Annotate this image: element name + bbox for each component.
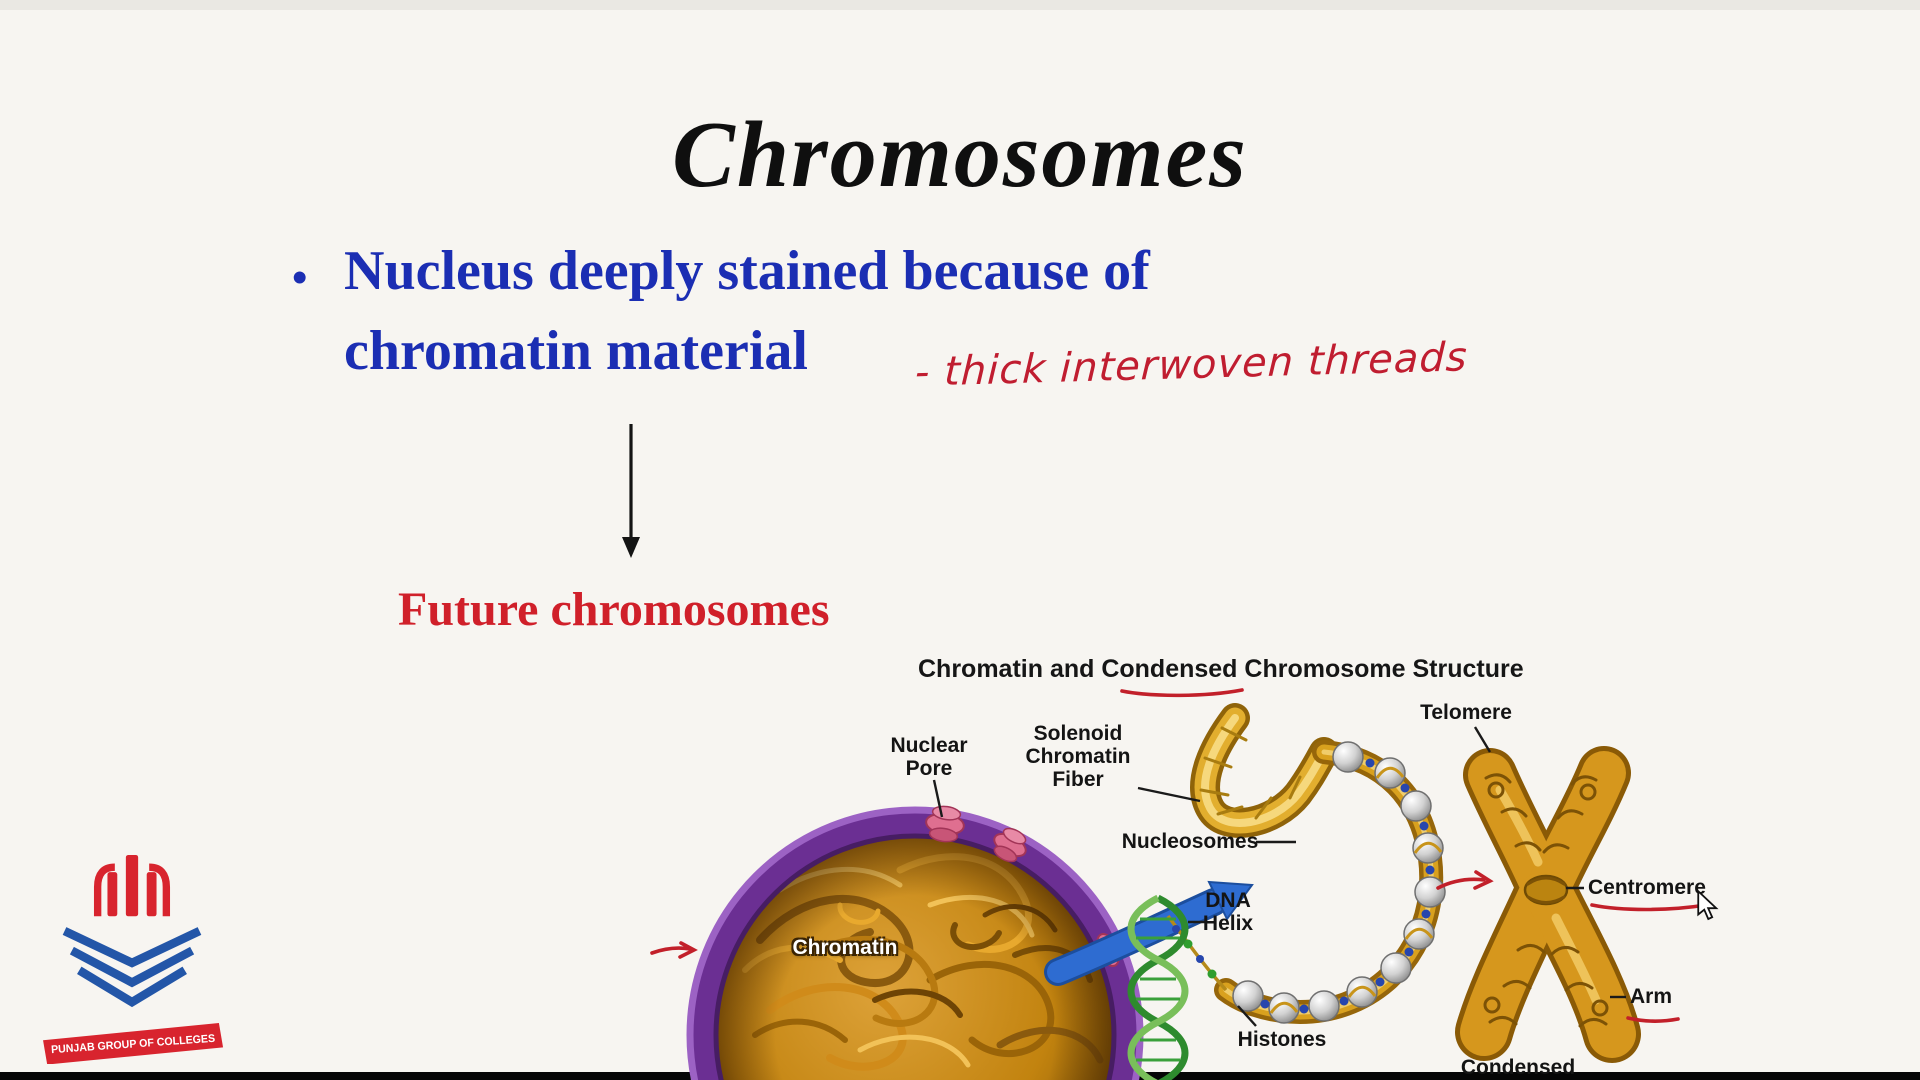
label-nuclear-pore: Nuclear Pore — [890, 734, 968, 781]
label-arm: Arm — [1630, 985, 1673, 1008]
page-title: Chromosomes — [672, 102, 1248, 207]
nucleosome-chain — [1166, 740, 1446, 1024]
punjab-colleges-logo: PUNJAB GROUP OF COLLEGES — [43, 854, 224, 1064]
logo-ribbon: PUNJAB GROUP OF COLLEGES — [43, 1023, 224, 1064]
label-centromere: Centromere — [1588, 876, 1706, 899]
label-condensed: Condensed — [1460, 1056, 1576, 1079]
top-edge — [0, 0, 1920, 10]
label-chromatin: Chromatin — [792, 936, 898, 959]
nuclear-envelope — [690, 810, 1140, 1080]
mouse-cursor — [1697, 890, 1719, 921]
solenoid-fiber-shape — [1190, 703, 1339, 838]
future-chromosomes-label: Future chromosomes — [398, 583, 830, 636]
dna-helix-shape — [1127, 894, 1189, 1080]
nuclear-pore-shape-2 — [993, 827, 1027, 863]
logo-monogram — [93, 854, 171, 917]
blue-flow-arrow — [1044, 880, 1254, 986]
label-solenoid-fiber: Solenoid Chromatin Fiber — [1025, 722, 1131, 792]
down-arrow — [622, 424, 640, 558]
linker-dots — [1172, 758, 1435, 1014]
label-telomere: Telomere — [1420, 701, 1512, 724]
label-nucleosomes: Nucleosomes — [1121, 830, 1259, 853]
centromere-knot — [1523, 874, 1569, 906]
nuclear-pore-shape — [925, 805, 965, 843]
red-annotations — [650, 688, 1708, 1023]
leader-lines — [932, 726, 1626, 1027]
logo-chevrons — [62, 927, 202, 1008]
chromosome-shape — [1455, 746, 1641, 1063]
nucleus-ball — [686, 805, 1144, 1080]
bullet-marker: • — [292, 253, 308, 302]
histone-beads — [1232, 741, 1446, 1024]
diagram-title: Chromatin and Condensed Chromosome Struc… — [918, 655, 1524, 683]
label-dna-helix: DNA Helix — [1202, 889, 1254, 936]
bullet-text-line2: chromatin material — [344, 320, 808, 382]
bullet-text-line1: Nucleus deeply stained because of — [344, 240, 1150, 302]
label-histones: Histones — [1237, 1028, 1327, 1051]
